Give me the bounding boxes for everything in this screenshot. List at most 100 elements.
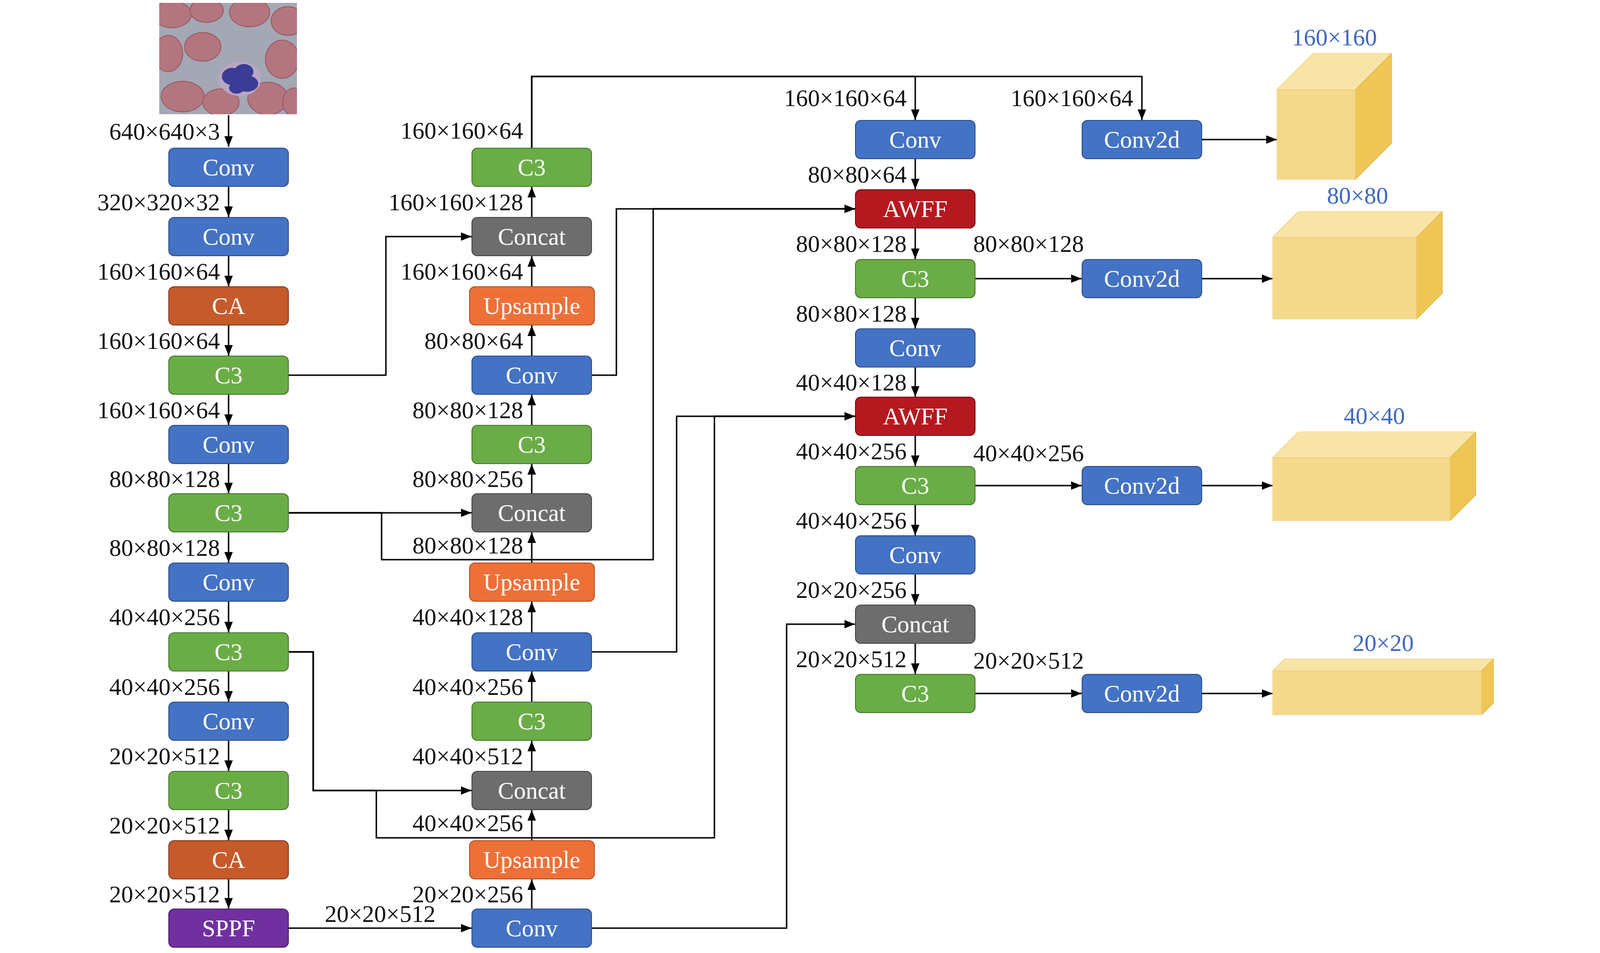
data-flow-arrow: [531, 325, 533, 356]
layer-name: Conv: [889, 543, 942, 568]
layer-name: Conv: [505, 640, 558, 665]
data-flow-arrow: [531, 394, 533, 426]
tensor-shape: 40×40×256: [794, 439, 909, 464]
tensor-shape: 40×40×256: [410, 811, 526, 836]
layer-name: Concat: [497, 778, 566, 803]
tensor-shape: 160×160×64: [398, 118, 526, 143]
layer-name: Upsample: [483, 848, 581, 873]
data-flow-arrow: [288, 928, 472, 930]
layer-box: Concat: [471, 771, 592, 811]
scale-label: 20×20: [1272, 630, 1494, 657]
data-flow-arrow: [531, 256, 533, 287]
tensor-shape: 40×40×256: [971, 441, 1086, 466]
data-flow-arrow: [1202, 139, 1277, 141]
layer-box: C3: [168, 771, 289, 811]
tensor-shape: 80×80×128: [794, 301, 909, 326]
blood-smear-image: [159, 2, 297, 115]
layer-box: AWFF: [854, 396, 976, 437]
layer-name: Conv2d: [1104, 266, 1180, 291]
scale-label: 160×160: [1276, 24, 1392, 51]
output-feature-map: 80×80: [1272, 182, 1443, 320]
layer-name: SPPF: [201, 916, 255, 941]
tensor-shape: 80×80×128: [107, 467, 222, 492]
data-flow-arrow: [288, 208, 855, 560]
tensor-shape: 160×160×128: [386, 190, 526, 215]
layer-name: Concat: [497, 501, 566, 526]
data-flow-arrow: [531, 76, 1142, 148]
layer-name: C3: [517, 709, 546, 734]
layer-box: Conv: [168, 562, 289, 603]
tensor-shape: 320×320×32: [95, 190, 222, 215]
layer-box: Conv: [854, 328, 976, 368]
tensor-shape: 640×640×3: [107, 119, 222, 144]
tensor-shape: 160×160×64: [95, 328, 222, 353]
cube-side: [1481, 658, 1494, 716]
layer-name: Conv: [202, 570, 255, 595]
layer-name: C3: [214, 640, 243, 665]
tensor-shape: 40×40×256: [107, 675, 222, 700]
data-flow-arrow: [228, 602, 230, 633]
tensor-shape: 40×40×256: [794, 508, 909, 533]
layer-name: Conv: [202, 709, 255, 734]
layer-box: C3: [168, 493, 289, 533]
data-flow-arrow: [531, 464, 533, 494]
scale-label: 40×40: [1272, 403, 1477, 430]
layer-name: Conv: [505, 916, 558, 941]
data-flow-arrow: [1202, 278, 1273, 280]
layer-box: Concat: [471, 217, 592, 257]
data-flow-arrow: [531, 671, 533, 702]
layer-box: CA: [168, 286, 289, 326]
layer-name: CA: [211, 848, 245, 873]
layer-name: AWFF: [883, 404, 948, 429]
layer-name: C3: [901, 473, 930, 498]
layer-box: Conv: [854, 120, 976, 160]
cube-top: [1272, 431, 1477, 459]
data-flow-arrow: [228, 325, 230, 356]
layer-box: Conv2d: [1081, 674, 1203, 714]
layer-box: Conv: [471, 632, 592, 672]
data-flow-arrow: [228, 186, 230, 218]
layer-name: Conv2d: [1104, 127, 1180, 152]
layer-name: C3: [517, 432, 546, 457]
tensor-shape: 40×40×128: [794, 370, 909, 395]
layer-box: CA: [168, 840, 289, 880]
tensor-shape: 20×20×512: [971, 648, 1086, 673]
layer-box: Conv2d: [1081, 466, 1203, 506]
feature-cube: [1272, 211, 1443, 320]
data-flow-arrow: [288, 416, 855, 839]
layer-name: CA: [211, 294, 245, 318]
layer-name: Conv: [505, 363, 558, 388]
feature-cube: [1272, 658, 1494, 716]
layer-box: SPPF: [168, 909, 289, 949]
tensor-shape: 80×80×64: [806, 162, 909, 187]
layer-name: Upsample: [483, 570, 581, 595]
cube-top: [1272, 211, 1443, 238]
layer-name: Concat: [497, 224, 566, 249]
data-flow-arrow: [228, 810, 230, 841]
scale-label: 80×80: [1272, 182, 1443, 209]
tensor-shape: 20×20×512: [107, 744, 222, 769]
cube-front: [1272, 671, 1482, 716]
layer-box: Conv: [168, 701, 289, 742]
data-flow-arrow: [228, 671, 230, 702]
data-flow-arrow: [228, 879, 230, 910]
layer-box: Concat: [854, 604, 976, 645]
layer-box: C3: [471, 147, 592, 187]
layer-name: AWFF: [883, 197, 948, 221]
layer-name: C3: [214, 778, 243, 803]
red-cells: [159, 2, 297, 115]
layer-name: C3: [901, 266, 930, 291]
layer-box: C3: [168, 632, 289, 672]
data-flow-arrow: [975, 693, 1082, 695]
tensor-shape: 20×20×512: [107, 882, 222, 907]
data-flow-arrow: [1202, 693, 1273, 695]
layer-box: Conv2d: [1081, 120, 1203, 160]
tensor-shape: 80×80×64: [422, 328, 526, 353]
data-flow-arrow: [914, 159, 917, 190]
cube-front: [1272, 458, 1450, 522]
tensor-shape: 160×160×64: [1008, 86, 1136, 110]
cube-top: [1272, 658, 1494, 672]
data-flow-arrow: [975, 278, 1082, 280]
layer-box: Conv: [168, 217, 289, 257]
layer-box: Conv: [471, 909, 592, 949]
